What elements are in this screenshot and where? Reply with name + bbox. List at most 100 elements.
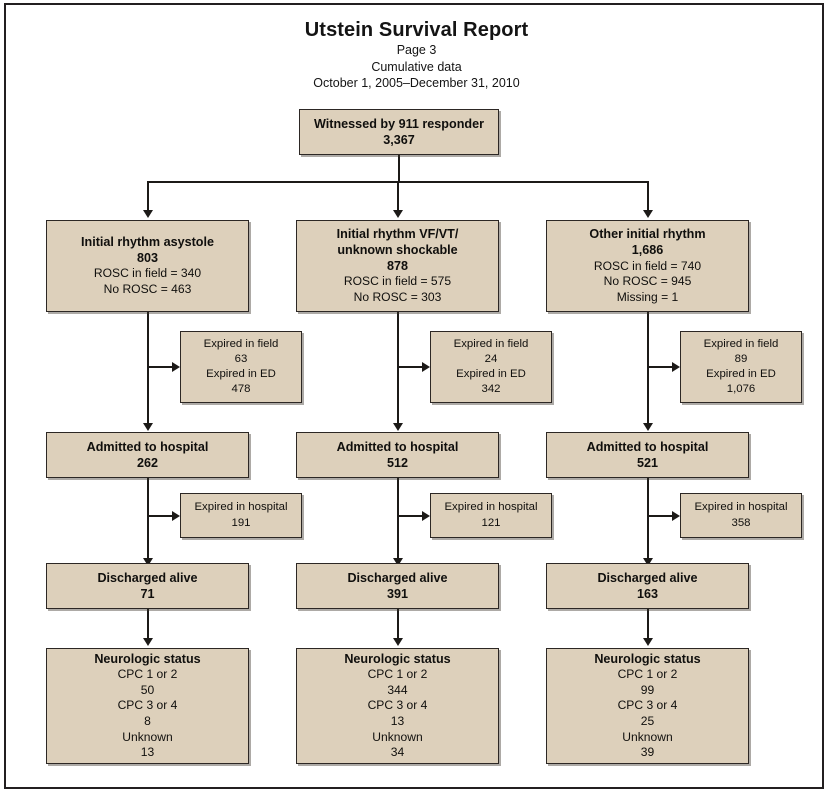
connector-col2-branch-expired <box>397 366 422 368</box>
arrow-col3-admitted <box>643 423 653 431</box>
neuro2-cpc34-value: 13 <box>390 714 405 729</box>
exphosp3-value: 358 <box>731 516 751 529</box>
exp1-field-label: Expired in field <box>203 337 279 350</box>
connector-col3-admitted-to-discharged <box>647 478 649 558</box>
connector-col2-admitted-to-discharged <box>397 478 399 558</box>
connector-col3-branch-exphosp <box>647 515 672 517</box>
rhythm1-rosc-field: ROSC in field = 340 <box>93 266 202 281</box>
node-admitted-col2: Admitted to hospital 512 <box>296 432 499 478</box>
exp3-ed-label: Expired in ED <box>706 368 776 380</box>
node-expired-hospital-col3: Expired in hospital 358 <box>680 493 802 538</box>
exp3-field-label: Expired in field <box>703 337 779 350</box>
admitted3-value: 521 <box>636 456 658 470</box>
neuro2-cpc12-label: CPC 1 or 2 <box>367 666 428 681</box>
connector-drop-col1 <box>147 181 149 211</box>
node-expired-hospital-col2: Expired in hospital 121 <box>430 493 552 538</box>
connector-col2-branch-exphosp <box>397 515 422 517</box>
exp1-field-value: 63 <box>234 352 248 365</box>
exphosp3-label: Expired in hospital <box>694 501 788 514</box>
node-expired-prehospital-col3: Expired in field 89 Expired in ED 1,076 <box>680 331 802 403</box>
neuro2-cpc34-label: CPC 3 or 4 <box>367 698 428 713</box>
connector-drop-col2 <box>397 181 399 211</box>
node-neurologic-status-col2: Neurologic status CPC 1 or 2 344 CPC 3 o… <box>296 648 499 764</box>
arrow-col1-neuro <box>143 638 153 646</box>
exp1-ed-label: Expired in ED <box>206 368 276 380</box>
neuro3-cpc34-value: 25 <box>640 714 655 729</box>
admitted3-label: Admitted to hospital <box>586 439 709 454</box>
arrow-col2-expired-prehosp <box>422 362 430 372</box>
exphosp1-label: Expired in hospital <box>194 501 288 514</box>
discharged1-value: 71 <box>140 587 155 601</box>
node-neurologic-status-col3: Neurologic status CPC 1 or 2 99 CPC 3 or… <box>546 648 749 764</box>
node-discharged-col2: Discharged alive 391 <box>296 563 499 609</box>
arrow-col3-neuro <box>643 638 653 646</box>
connector-col3-discharged-to-neuro <box>647 609 649 638</box>
node-other-initial-rhythm: Other initial rhythm 1,686 ROSC in field… <box>546 220 749 312</box>
arrow-col2-discharged <box>393 558 403 566</box>
discharged2-value: 391 <box>386 587 408 601</box>
node-discharged-col1: Discharged alive 71 <box>46 563 249 609</box>
neuro2-cpc12-value: 344 <box>387 682 408 697</box>
node-admitted-col1: Admitted to hospital 262 <box>46 432 249 478</box>
neuro3-label: Neurologic status <box>594 651 701 666</box>
rhythm3-no-rosc: No ROSC = 945 <box>603 274 692 289</box>
connector-col1-branch-exphosp <box>147 515 172 517</box>
neuro1-unknown-label: Unknown <box>122 729 173 744</box>
arrow-col1-expired-prehosp <box>172 362 180 372</box>
witnessed-value: 3,367 <box>383 133 415 147</box>
arrow-col1-rhythm <box>143 210 153 218</box>
rhythm2-value: 878 <box>386 259 408 274</box>
arrow-col2-rhythm <box>393 210 403 218</box>
rhythm2-rosc-field: ROSC in field = 575 <box>343 274 452 289</box>
connector-col3-branch-expired <box>647 366 672 368</box>
page-number-label: Page 3 <box>396 43 437 58</box>
rhythm2-label-line1: Initial rhythm VF/VT/ <box>336 227 459 242</box>
rhythm3-missing: Missing = 1 <box>616 289 679 304</box>
outer-frame <box>4 3 824 789</box>
neuro3-unknown-label: Unknown <box>622 729 673 744</box>
exp3-ed-value: 1,076 <box>726 383 756 396</box>
exphosp2-label: Expired in hospital <box>444 501 538 514</box>
neuro2-unknown-value: 34 <box>390 745 405 760</box>
arrow-col3-expired-prehosp <box>672 362 680 372</box>
connector-drop-col3 <box>647 181 649 211</box>
neuro2-label: Neurologic status <box>344 651 451 666</box>
rhythm1-no-rosc: No ROSC = 463 <box>103 282 192 297</box>
rhythm3-rosc-field: ROSC in field = 740 <box>593 258 702 273</box>
neuro2-unknown-label: Unknown <box>372 729 423 744</box>
neuro1-cpc12-value: 50 <box>140 682 155 697</box>
neuro1-cpc34-value: 8 <box>144 714 151 729</box>
exp1-ed-value: 478 <box>231 383 251 396</box>
neuro1-label: Neurologic status <box>94 651 201 666</box>
witnessed-label: Witnessed by 911 responder <box>314 116 484 131</box>
discharged3-label: Discharged alive <box>597 570 698 585</box>
node-expired-hospital-col1: Expired in hospital 191 <box>180 493 302 538</box>
arrow-col1-discharged <box>143 558 153 566</box>
exp2-ed-value: 342 <box>481 383 501 396</box>
arrow-col3-expired-hospital <box>672 511 680 521</box>
discharged1-label: Discharged alive <box>97 570 198 585</box>
title-block: Utstein Survival Report Page 3 Cumulativ… <box>0 18 833 92</box>
neuro3-unknown-value: 39 <box>640 745 655 760</box>
rhythm1-value: 803 <box>136 251 158 266</box>
arrow-col1-admitted <box>143 423 153 431</box>
arrow-col2-admitted <box>393 423 403 431</box>
admitted2-label: Admitted to hospital <box>336 439 459 454</box>
admitted1-value: 262 <box>136 456 158 470</box>
rhythm1-label: Initial rhythm asystole <box>81 235 214 250</box>
exp2-field-value: 24 <box>484 352 498 365</box>
arrow-col2-expired-hospital <box>422 511 430 521</box>
neuro3-cpc34-label: CPC 3 or 4 <box>617 698 678 713</box>
exp2-ed-label: Expired in ED <box>456 368 526 380</box>
page-title: Utstein Survival Report <box>304 19 529 41</box>
connector-col1-admitted-to-discharged <box>147 478 149 558</box>
exphosp1-value: 191 <box>231 516 251 529</box>
arrow-col2-neuro <box>393 638 403 646</box>
exp3-field-value: 89 <box>734 352 748 365</box>
node-expired-prehospital-col2: Expired in field 24 Expired in ED 342 <box>430 331 552 403</box>
node-discharged-col3: Discharged alive 163 <box>546 563 749 609</box>
admitted2-value: 512 <box>386 456 408 470</box>
arrow-col1-expired-hospital <box>172 511 180 521</box>
rhythm2-label-line2: unknown shockable <box>337 243 458 258</box>
